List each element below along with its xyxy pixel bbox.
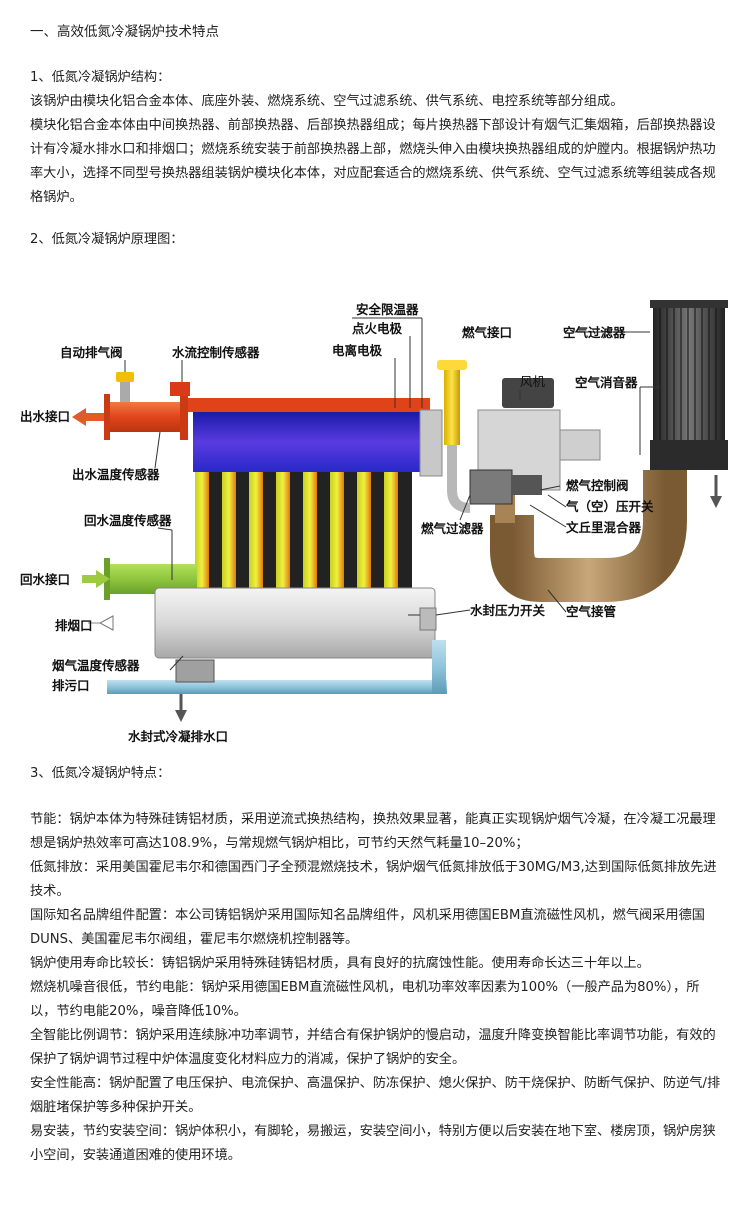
label-outlet-temp: 出水温度传感器 <box>72 467 160 482</box>
label-drain: 排污口 <box>52 678 90 693</box>
air-filter-body <box>653 304 725 442</box>
feature-low-noise: 燃烧机噪音很低，节约电能：锅炉采用德国EBM直流磁性风机，电机功率效率因素为10… <box>30 980 700 1019</box>
heat-exchanger-fins <box>195 472 412 602</box>
flue-collector <box>154 587 436 659</box>
label-air-filter: 空气过滤器 <box>563 325 626 340</box>
structure-paragraph-2: 模块化铝合金本体由中间换热器、前部换热器、后部换热器组成；每片换热器下部设计有烟… <box>30 118 716 205</box>
section1-heading: 一、高效低氮冷凝锅炉技术特点 <box>30 24 219 40</box>
furnace <box>193 412 430 472</box>
label-flow-sensor: 水流控制传感器 <box>172 345 260 360</box>
label-seal-pressure-switch: 水封压力开关 <box>470 603 546 618</box>
top-header <box>183 398 430 412</box>
label-gas-inlet: 燃气接口 <box>462 325 512 340</box>
label-safety-limiter: 安全限温器 <box>356 302 419 317</box>
water-outlet-pipe <box>107 402 187 432</box>
label-return-inlet: 回水接口 <box>20 572 70 587</box>
feature-easy-install: 易安装，节约安装空间：锅炉体积小，有脚轮，易搬运，安装空间小，特别方便以后安装在… <box>30 1124 716 1163</box>
label-air-pressure-switch: 气（空）压开关 <box>565 499 654 514</box>
label-fan: 风机 <box>520 374 546 389</box>
diagram-title: 2、低氮冷凝锅炉原理图： <box>30 232 184 247</box>
feature-energy-saving: 节能：锅炉本体为特殊硅铸铝材质，采用逆流式换热结构，换热效果显著，能真正实现锅炉… <box>30 812 716 851</box>
label-gas-control-valve: 燃气控制阀 <box>566 478 629 493</box>
feature-long-life: 锅炉使用寿命比较长：铸铝锅炉采用特殊硅铸铝材质，具有良好的抗腐蚀性能。使用寿命长… <box>30 956 650 971</box>
label-flue-temp: 烟气温度传感器 <box>52 658 140 673</box>
air-silencer <box>650 440 728 470</box>
structure-title: 1、低氮冷凝锅炉结构： <box>30 70 171 85</box>
features-list: 节能：锅炉本体为特殊硅铸铝材质，采用逆流式换热结构，换热效果显著，能真正实现锅炉… <box>30 808 722 1168</box>
label-ionization: 电离电极 <box>332 343 383 358</box>
label-air-pipe: 空气接管 <box>566 604 616 619</box>
boiler-principle-diagram: 自动排气阀 水流控制传感器 安全限温器 点火电极 电离电极 燃气接口 空气过滤器… <box>20 300 728 744</box>
fan <box>502 378 554 408</box>
label-exhaust: 排烟口 <box>55 618 93 633</box>
feature-safety: 安全性能高：锅炉配置了电压保护、电流保护、高温保护、防冻保护、熄火保护、防干烧保… <box>30 1076 721 1115</box>
feature-brand-components: 国际知名品牌组件配置：本公司铸铝锅炉采用国际知名品牌组件，风机采用德国EBM直流… <box>30 908 705 947</box>
label-auto-vent: 自动排气阀 <box>60 345 123 360</box>
label-condensate-drain: 水封式冷凝排水口 <box>128 729 228 744</box>
feature-low-nox: 低氮排放：采用美国霍尼韦尔和德国西门子全预混燃烧技术，锅炉烟气低氮排放低于30M… <box>30 860 717 899</box>
label-venturi-mixer: 文丘里混合器 <box>566 520 642 535</box>
gas-control-valve <box>469 469 513 505</box>
feature-smart-modulation: 全智能比例调节：锅炉采用连续脉冲功率调节，并结合有保护锅炉的慢启动，温度升降变换… <box>30 1028 716 1067</box>
label-water-outlet: 出水接口 <box>20 409 70 424</box>
label-air-silencer: 空气消音器 <box>575 375 638 390</box>
label-return-temp: 回水温度传感器 <box>84 513 172 528</box>
structure-paragraph-1: 该锅炉由模块化铝合金本体、底座外装、燃烧系统、空气过滤系统、供气系统、电控系统等… <box>30 94 624 109</box>
label-gas-filter: 燃气过滤器 <box>421 521 484 536</box>
drain-pipe <box>107 680 447 694</box>
label-ignition: 点火电极 <box>352 321 403 336</box>
features-title: 3、低氮冷凝锅炉特点： <box>30 766 171 781</box>
